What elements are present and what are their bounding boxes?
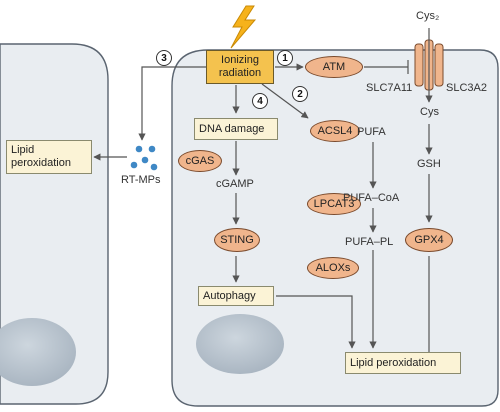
- pufa-label: PUFA: [357, 126, 386, 138]
- rt-mps-dots: [130, 145, 158, 171]
- lipid-peroxidation-box: Lipid peroxidation: [345, 352, 461, 374]
- arrow-ir-acsl4: [261, 83, 309, 119]
- cgamp-label: cGAMP: [216, 178, 254, 190]
- step-badge-1: 1: [277, 50, 293, 66]
- step-badge-2: 2: [292, 86, 308, 102]
- cgas-enzyme: cGAS: [178, 150, 222, 172]
- atm-enzyme: ATM: [305, 56, 363, 78]
- gpx4-enzyme: GPX4: [405, 228, 453, 252]
- slc7a11-label: SLC7A11: [366, 82, 413, 94]
- dna-damage-box: DNA damage: [194, 118, 278, 140]
- pufa-coa-label: PUFA–CoA: [343, 192, 400, 204]
- arrow-autophagy-lipid: [276, 295, 356, 349]
- lightning-bolt-icon: [230, 5, 257, 49]
- arrow-ir-rtmps: [138, 66, 206, 141]
- pufa-pl-label: PUFA–PL: [345, 236, 394, 248]
- step-badge-3: 3: [156, 50, 172, 66]
- slc3a2-label: SLC3A2: [446, 82, 487, 94]
- right-cell-nucleus: [196, 314, 284, 374]
- rt-mps-label: RT-MPs: [121, 174, 161, 186]
- autophagy-box: Autophagy: [198, 286, 274, 306]
- gsh-label: GSH: [417, 158, 441, 170]
- step-badge-4: 4: [252, 93, 268, 109]
- left-cell-nucleus: [0, 318, 76, 386]
- acsl4-enzyme: ACSL4: [310, 120, 360, 142]
- cys2-label: Cys₂: [416, 10, 440, 22]
- lipid-peroxidation-box-left: Lipid peroxidation: [6, 140, 92, 174]
- left-cell: [0, 43, 109, 405]
- cys-label: Cys: [420, 106, 439, 118]
- sting-enzyme: STING: [214, 228, 260, 252]
- lpcat3-enzyme: LPCAT3: [307, 193, 361, 215]
- ionizing-radiation-box: Ionizing radiation: [206, 50, 274, 84]
- alox-enzyme: ALOXs: [307, 257, 359, 279]
